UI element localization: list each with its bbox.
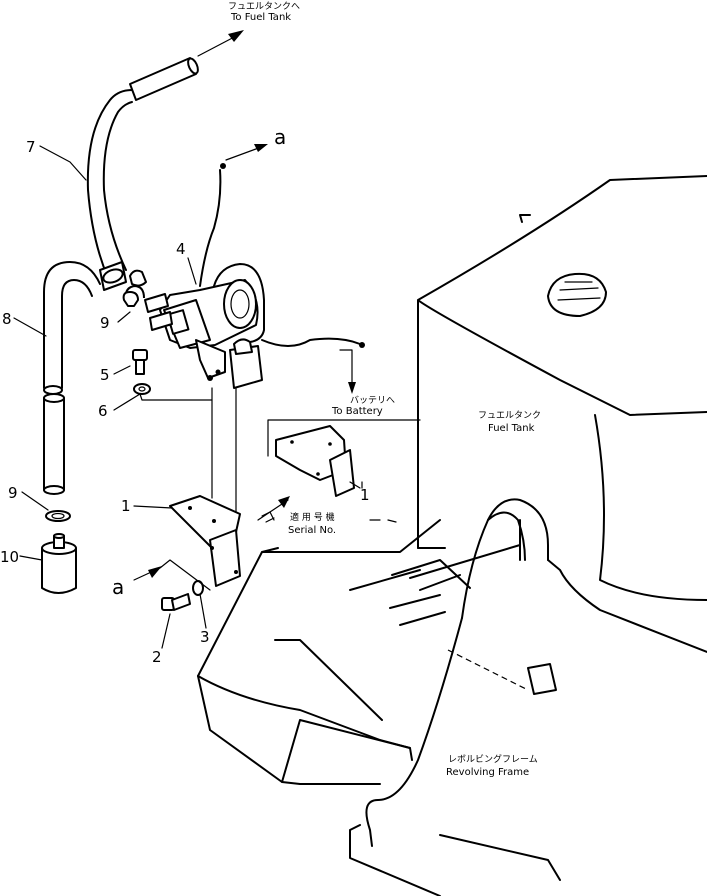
callout-9-lower: 9 bbox=[8, 484, 18, 502]
washer-6-drawing bbox=[133, 383, 151, 395]
leader-lines bbox=[13, 144, 361, 649]
ref-a-left-label: a bbox=[112, 575, 124, 599]
to-battery-jp-label: バッテリへ bbox=[350, 395, 395, 406]
hose-8-drawing bbox=[43, 261, 101, 522]
serial-inset-drawing bbox=[257, 419, 421, 523]
callout-7: 7 bbox=[26, 138, 36, 156]
to-fuel-tank-label: To Fuel Tank bbox=[230, 12, 291, 23]
serial-no-jp-label: 適 用 号 機 bbox=[290, 511, 335, 523]
to-battery-label: To Battery bbox=[331, 406, 383, 417]
bolt-2-drawing bbox=[161, 593, 191, 611]
callout-1: 1 bbox=[121, 497, 131, 515]
fuel-tank-jp-label: フュエルタンク bbox=[478, 410, 541, 421]
hose-7-drawing bbox=[86, 30, 244, 291]
revolving-frame-jp-label: レボルビングフレーム bbox=[448, 753, 538, 765]
fuel-tank-drawing bbox=[409, 175, 707, 601]
to-fuel-tank-jp-label: フュエルタンクへ bbox=[228, 1, 300, 12]
callout-9-upper: 9 bbox=[100, 314, 110, 332]
serial-no-label: Serial No. bbox=[288, 525, 336, 536]
callout-6: 6 bbox=[98, 402, 108, 420]
callout-4: 4 bbox=[176, 240, 186, 258]
fuel-filter-10-drawing bbox=[41, 533, 77, 594]
callout-8: 8 bbox=[2, 310, 12, 328]
callout-1-inset: 1 bbox=[360, 486, 370, 504]
callout-2: 2 bbox=[152, 648, 162, 666]
bolt-5-drawing bbox=[132, 349, 148, 375]
revolving-frame-label: Revolving Frame bbox=[446, 767, 529, 778]
ref-a-top-label: a bbox=[274, 125, 286, 149]
bracket-1-drawing bbox=[169, 387, 241, 587]
callout-3: 3 bbox=[200, 628, 210, 646]
clamp-9-upper-drawing bbox=[122, 291, 139, 307]
fuel-pump-4-drawing bbox=[124, 163, 365, 389]
callout-5: 5 bbox=[100, 366, 110, 384]
callout-10: 10 bbox=[0, 548, 19, 566]
fuel-tank-label: Fuel Tank bbox=[488, 423, 535, 434]
revolving-frame-drawing bbox=[197, 498, 707, 896]
